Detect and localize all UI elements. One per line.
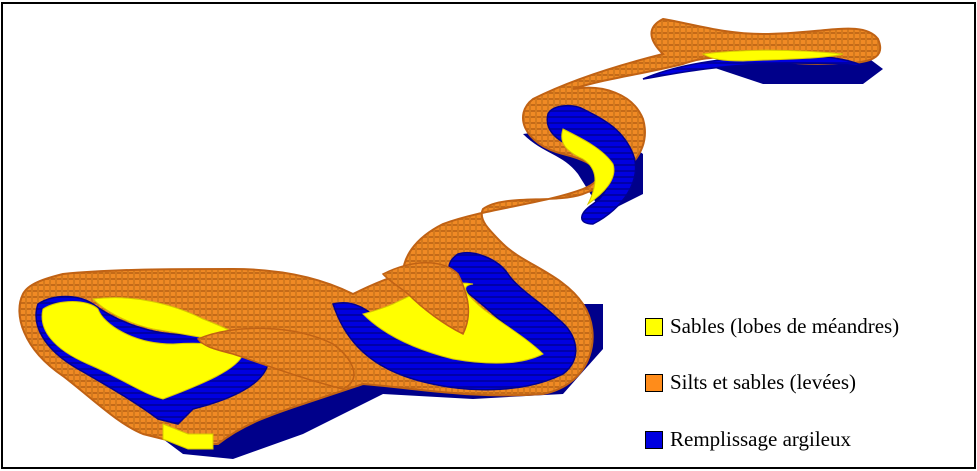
- legend-item-silts: Silts et sables (levées): [645, 370, 856, 395]
- legend-swatch-blue: [645, 430, 663, 449]
- meander-belt-3d-model: [18, 17, 883, 459]
- legend-swatch-orange: [645, 373, 663, 392]
- legend-label: Silts et sables (levées): [670, 370, 857, 394]
- legend-label: Remplissage argileux: [670, 427, 851, 451]
- legend-item-remplissage: Remplissage argileux: [645, 427, 851, 452]
- legend-swatch-yellow: [645, 317, 663, 336]
- inner-levee-ridges: [196, 262, 470, 390]
- legend-item-sables: Sables (lobes de méandres): [645, 314, 899, 339]
- legend-label: Sables (lobes de méandres): [670, 314, 900, 338]
- clay-fill-channel: [35, 54, 864, 425]
